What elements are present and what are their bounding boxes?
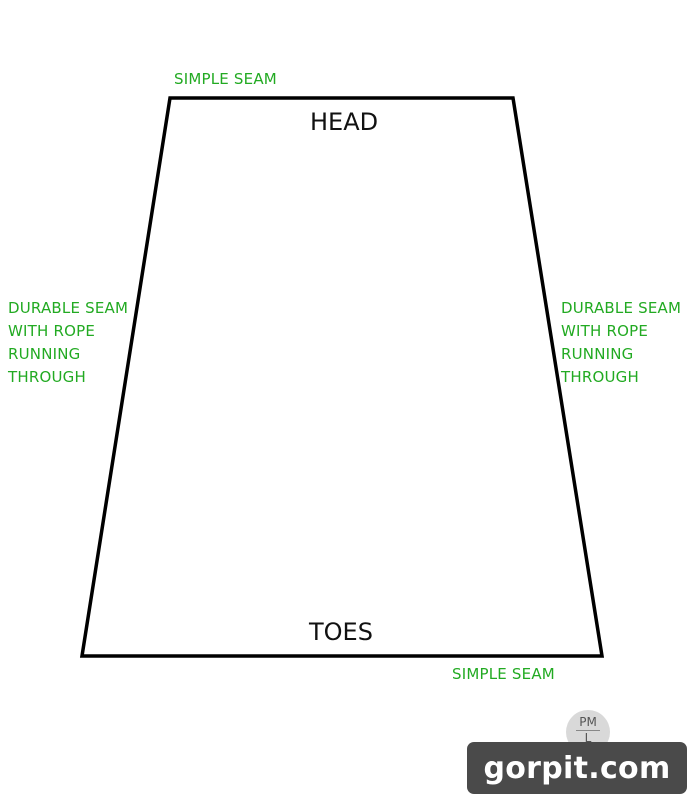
top-seam-label: SIMPLE SEAM <box>174 70 277 88</box>
head-label: HEAD <box>310 108 379 136</box>
left-seam-label: DURABLE SEAM WITH ROPE RUNNING THROUGH <box>8 299 129 386</box>
watermark-text: gorpit.com <box>483 750 671 786</box>
toes-label: TOES <box>309 618 373 646</box>
bottom-seam-label: SIMPLE SEAM <box>452 665 555 683</box>
pattern-outline <box>79 96 605 658</box>
right-seam-label: DURABLE SEAM WITH ROPE RUNNING THROUGH <box>561 299 682 386</box>
watermark-banner: gorpit.com <box>467 742 687 794</box>
